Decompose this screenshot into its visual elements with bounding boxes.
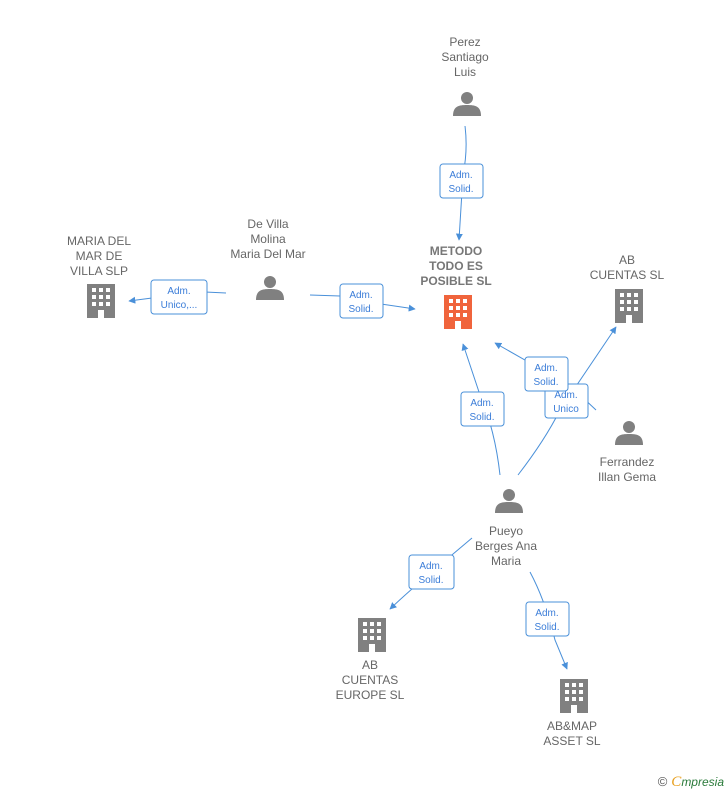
node-metodo[interactable]: METODO TODO ES POSIBLE SL — [420, 244, 492, 329]
node-abcuentas-line1: AB — [619, 253, 635, 267]
relation-r5[interactable]: Adm. Solid. — [524, 356, 569, 392]
relation-r3-line1: Adm. — [167, 286, 190, 297]
relation-r4-line2: Solid. — [469, 412, 494, 423]
relation-r4-line1: Adm. — [470, 398, 493, 409]
node-abmap-line2: ASSET SL — [543, 734, 600, 748]
relation-r6-line1: Adm. — [554, 390, 577, 401]
relation-r6-line2: Unico — [553, 404, 579, 415]
copyright-icon: © — [657, 774, 668, 789]
node-devilla-line2: Molina — [250, 232, 286, 246]
node-pueyo[interactable]: Pueyo Berges Ana Maria — [475, 489, 537, 568]
person-icon — [256, 276, 284, 300]
node-pueyo-line3: Maria — [491, 554, 521, 568]
relation-r4[interactable]: Adm. Solid. — [460, 391, 505, 427]
node-mariadelmar[interactable]: MARIA DEL MAR DE VILLA SLP — [67, 234, 131, 318]
relation-r1-line1: Adm. — [449, 170, 472, 181]
person-icon — [453, 92, 481, 116]
relation-r1[interactable]: Adm. Solid. — [439, 163, 484, 199]
node-metodo-line2: TODO ES — [429, 259, 483, 273]
node-abcuentas-line2: CUENTAS SL — [590, 268, 665, 282]
node-pueyo-line2: Berges Ana — [475, 539, 537, 553]
edge-devilla-mariadelmar-2 — [128, 296, 153, 304]
relation-r8[interactable]: Adm. Solid. — [525, 601, 570, 637]
node-metodo-line3: POSIBLE SL — [420, 274, 491, 288]
relation-r7[interactable]: Adm. Solid. — [408, 554, 455, 590]
relation-r3-line2: Unico,... — [161, 300, 198, 311]
node-metodo-line1: METODO — [430, 244, 482, 258]
node-abeurope[interactable]: AB CUENTAS EUROPE SL — [336, 618, 405, 702]
node-perez-line3: Luis — [454, 65, 476, 79]
relation-r3[interactable]: Adm. Unico,... — [150, 279, 208, 315]
person-icon — [495, 489, 523, 513]
relation-r2-line2: Solid. — [348, 304, 373, 315]
node-ferrandez-line1: Ferrandez — [600, 455, 655, 469]
relation-r8-line1: Adm. — [535, 608, 558, 619]
node-ferrandez[interactable]: Ferrandez Illan Gema — [598, 421, 656, 484]
building-icon — [358, 618, 386, 652]
relation-r2-line1: Adm. — [349, 290, 372, 301]
node-abeurope-line3: EUROPE SL — [336, 688, 405, 702]
relation-r8-line2: Solid. — [534, 622, 559, 633]
node-perez-line2: Santiago — [441, 50, 489, 64]
brand-logo-text: mpresia — [681, 775, 724, 789]
edge-devilla-metodo — [309, 294, 341, 297]
edge-devilla-mariadelmar — [204, 291, 227, 294]
node-abmap-line1: AB&MAP — [547, 719, 597, 733]
building-icon — [615, 289, 643, 323]
person-icon — [615, 421, 643, 445]
node-devilla-line1: De Villa — [247, 217, 288, 231]
building-icon — [87, 284, 115, 318]
brand-logo-initial: C — [671, 774, 682, 790]
building-icon — [444, 295, 472, 329]
relation-r5-line1: Adm. — [534, 363, 557, 374]
node-mariadelmar-line3: VILLA SLP — [70, 264, 128, 278]
node-abmap[interactable]: AB&MAP ASSET SL — [543, 679, 601, 748]
node-abeurope-line2: CUENTAS — [342, 673, 398, 687]
brand-footer: ©Cmpresia — [658, 774, 724, 791]
relation-labels: Adm. Solid. Adm. Solid. Adm. Unico,... A… — [150, 163, 589, 637]
relation-r2[interactable]: Adm. Solid. — [339, 283, 384, 319]
node-perez[interactable]: Perez Santiago Luis — [441, 35, 489, 116]
node-devilla[interactable]: De Villa Molina Maria Del Mar — [230, 217, 306, 300]
building-icon — [560, 679, 588, 713]
edges — [128, 125, 617, 670]
node-devilla-line3: Maria Del Mar — [230, 247, 305, 261]
node-mariadelmar-line1: MARIA DEL — [67, 234, 131, 248]
relation-r1-line2: Solid. — [448, 184, 473, 195]
node-abeurope-line1: AB — [362, 658, 378, 672]
node-mariadelmar-line2: MAR DE — [76, 249, 123, 263]
relation-r7-line1: Adm. — [419, 561, 442, 572]
relation-r5-line2: Solid. — [533, 377, 558, 388]
node-pueyo-line1: Pueyo — [489, 524, 523, 538]
node-abcuentas[interactable]: AB CUENTAS SL — [590, 253, 665, 323]
node-perez-line1: Perez — [449, 35, 480, 49]
relation-r7-line2: Solid. — [418, 575, 443, 586]
node-ferrandez-line2: Illan Gema — [598, 470, 656, 484]
